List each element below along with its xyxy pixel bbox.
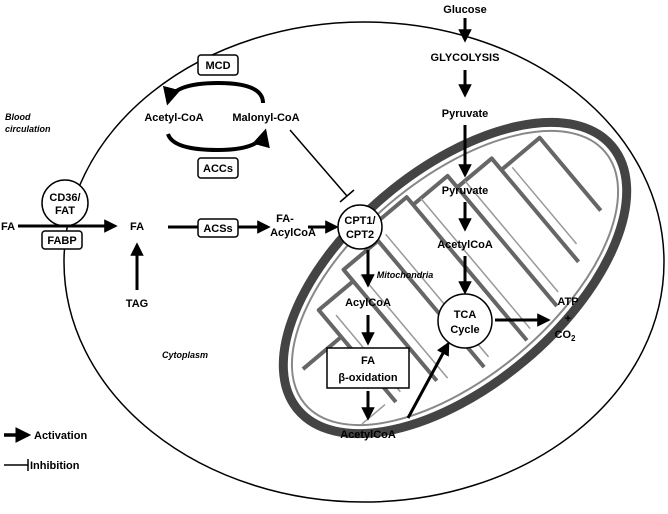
label-cycle: Cycle bbox=[450, 324, 479, 336]
mcd-box bbox=[197, 54, 239, 76]
beta-oxidation-box bbox=[326, 347, 410, 389]
accs-box bbox=[197, 157, 239, 179]
label-acetyl-coa: Acetyl-CoA bbox=[144, 112, 203, 124]
label-accs: ACCs bbox=[203, 163, 233, 175]
cpt1-cpt2-transporter bbox=[337, 204, 383, 250]
label-cpt2: CPT2 bbox=[346, 229, 374, 241]
label-acss: ACSs bbox=[203, 223, 232, 235]
label-mitochondria: Mitochondria bbox=[377, 270, 434, 280]
label-pyruvate-cytoplasm: Pyruvate bbox=[442, 108, 488, 120]
label-fa-cytoplasm: FA bbox=[130, 221, 144, 233]
arrow-malonyl-to-acetyl bbox=[162, 80, 265, 106]
label-blood-1: Blood bbox=[5, 112, 31, 122]
label-fa-box: FA bbox=[361, 355, 375, 367]
label-acetylcoa-mito: AcetylCoA bbox=[437, 239, 493, 251]
label-plus: + bbox=[565, 313, 571, 325]
tca-cycle bbox=[437, 293, 493, 349]
label-mcd: MCD bbox=[205, 60, 230, 72]
label-glucose: Glucose bbox=[443, 4, 486, 16]
label-cytoplasm: Cytoplasm bbox=[162, 350, 208, 360]
cell-membrane bbox=[63, 21, 665, 503]
inhibition-bar bbox=[339, 189, 355, 203]
label-malonyl-coa: Malonyl-CoA bbox=[232, 112, 299, 124]
label-blood-2: circulation bbox=[5, 124, 51, 134]
fabp-box bbox=[41, 230, 83, 250]
label-fabp: FABP bbox=[47, 235, 76, 247]
label-cpt1: CPT1/ bbox=[344, 215, 375, 227]
label-fat: FAT bbox=[55, 205, 75, 217]
label-atp: ATP bbox=[557, 296, 578, 308]
legend-activation-label: Activation bbox=[34, 430, 87, 442]
legend-inhibition-label: Inhibition bbox=[30, 460, 80, 472]
label-fa-acylcoa-2: AcylCoA bbox=[270, 227, 316, 239]
label-co2: CO2 bbox=[555, 329, 577, 343]
label-pyruvate-mito: Pyruvate bbox=[442, 185, 488, 197]
label-glycolysis: GLYCOLYSIS bbox=[431, 52, 500, 64]
mitochondrion bbox=[278, 117, 632, 439]
inhibition-line-malonyl-cpt1 bbox=[289, 129, 348, 197]
label-acylcoa-mito: AcylCoA bbox=[345, 297, 391, 309]
arrow-acetylcoa-tca bbox=[406, 341, 450, 419]
label-acetylcoa-bottom: AcetylCoA bbox=[340, 429, 396, 441]
label-beta-oxidation: β-oxidation bbox=[338, 372, 398, 384]
arrow-acetyl-to-malonyl bbox=[166, 128, 270, 153]
label-fa-acylcoa-1: FA- bbox=[276, 213, 294, 225]
label-cd36: CD36/ bbox=[49, 192, 80, 204]
label-tca: TCA bbox=[454, 309, 477, 321]
label-tag: TAG bbox=[126, 298, 148, 310]
label-fa-outside: FA bbox=[1, 221, 15, 233]
